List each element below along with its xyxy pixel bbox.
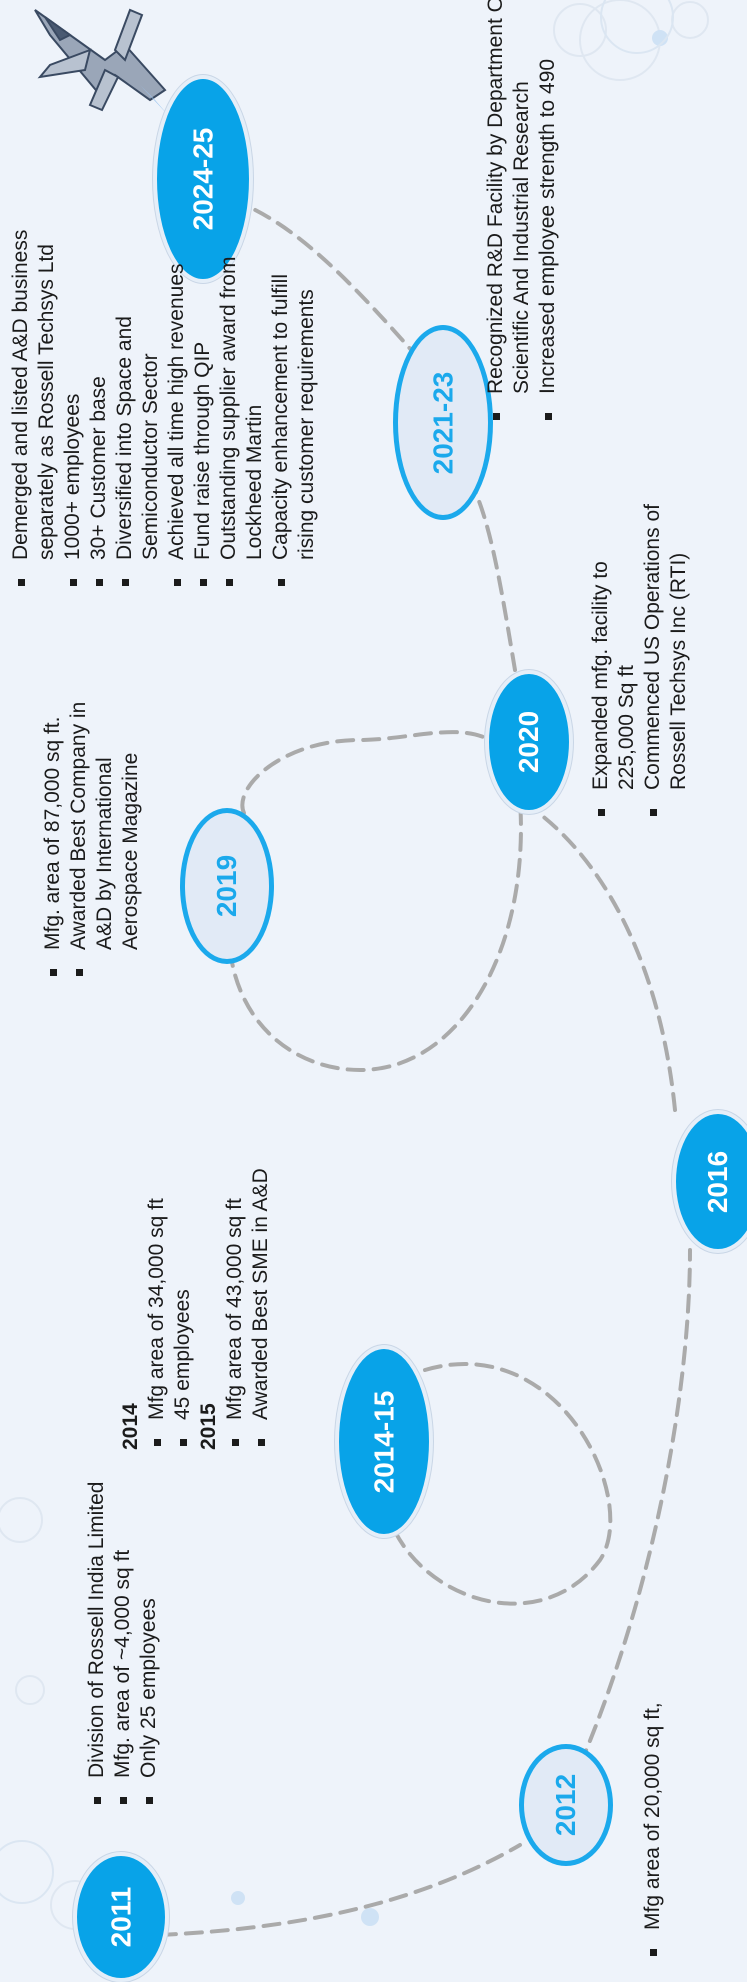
note-item: 30+ Customer base xyxy=(86,225,112,590)
path-2021-2024 xyxy=(243,203,422,362)
note-item: Mfg area of 43,000 sq ft xyxy=(222,1168,248,1450)
note-item: Mfg. area of ~4,000 sq ft xyxy=(110,1482,136,1808)
path-2020-2021 xyxy=(468,478,517,672)
loop-2019 xyxy=(228,730,523,1073)
node-2020: 2020 xyxy=(485,670,573,814)
note-item: Division of Rossell India Limited xyxy=(84,1482,110,1808)
note-item: Awarded Best Company in A&D by Internati… xyxy=(66,660,144,980)
node-2012: 2012 xyxy=(519,1744,613,1866)
note-item: Mfg area of 34,000 sq ft xyxy=(144,1168,170,1450)
note-item: Capacity enhancement to fulfill rising c… xyxy=(268,225,320,590)
note-item: Mfg. area of 87,000 sq ft. xyxy=(40,660,66,980)
year-label: 2019 xyxy=(210,854,242,918)
year-label: 2012 xyxy=(549,1773,581,1837)
note-item: Diversified into Space and Semiconductor… xyxy=(112,225,164,590)
note-2011: Division of Rossell India Limited Mfg. a… xyxy=(84,1482,162,1808)
year-label: 2020 xyxy=(512,710,544,774)
note-item: Demerged and listed A&D business separat… xyxy=(8,225,60,590)
note-item: Only 25 employees xyxy=(136,1482,162,1808)
note-2019: Mfg. area of 87,000 sq ft. Awarded Best … xyxy=(40,660,144,980)
note-item: Achieved all time high revenues xyxy=(164,225,190,590)
note-item: Recognized R&D Facility by Department Of… xyxy=(483,0,535,424)
loop-2014-15 xyxy=(388,1362,613,1606)
note-2024-25: Demerged and listed A&D business separat… xyxy=(8,225,320,590)
year-label: 2014-15 xyxy=(368,1390,400,1493)
node-2019: 2019 xyxy=(180,808,274,964)
path-2011-2012 xyxy=(158,1843,522,1937)
node-2014-15: 2014-15 xyxy=(335,1345,433,1538)
node-2021-23: 2021-23 xyxy=(393,325,493,520)
year-label: 2016 xyxy=(701,1150,733,1213)
note-item: Commenced US Operations of Rossell Techs… xyxy=(640,490,692,820)
decorative-bubble xyxy=(0,1840,54,1904)
node-2016: 2016 xyxy=(672,1110,747,1253)
note-2020: Expanded mfg. facility to 225,000 Sq ft … xyxy=(588,490,692,820)
note-item: Expanded mfg. facility to 225,000 Sq ft xyxy=(588,560,640,820)
fighter-jet-icon xyxy=(34,8,168,115)
year-label: 2011 xyxy=(105,1886,136,1948)
note-item: Outstanding supplier award from Lockheed… xyxy=(216,225,268,590)
note-item: Awarded Best SME in A&D xyxy=(248,1168,274,1450)
note-item: 45 employees xyxy=(170,1168,196,1450)
note-item: Fund raise through QIP xyxy=(190,225,216,590)
note-item: Mfg area of 20,000 sq ft, xyxy=(640,1702,666,1960)
note-item: Increased employee strength to 490 xyxy=(535,0,561,424)
note-2021-23: Recognized R&D Facility by Department Of… xyxy=(483,0,561,424)
note-heading-2015: 2015 xyxy=(197,1403,220,1450)
note-item: 1000+ employees xyxy=(60,225,86,590)
note-2014-2015: 2014 Mfg area of 34,000 sq ft 45 employe… xyxy=(118,1168,274,1450)
note-heading-2014: 2014 xyxy=(119,1403,142,1450)
year-label: 2021-23 xyxy=(427,371,459,474)
year-label: 2024-25 xyxy=(187,127,219,231)
path-2016-2020 xyxy=(518,798,677,1112)
note-2012: Mfg area of 20,000 sq ft, xyxy=(640,1702,666,1960)
path-2012-2016 xyxy=(578,1248,692,1767)
